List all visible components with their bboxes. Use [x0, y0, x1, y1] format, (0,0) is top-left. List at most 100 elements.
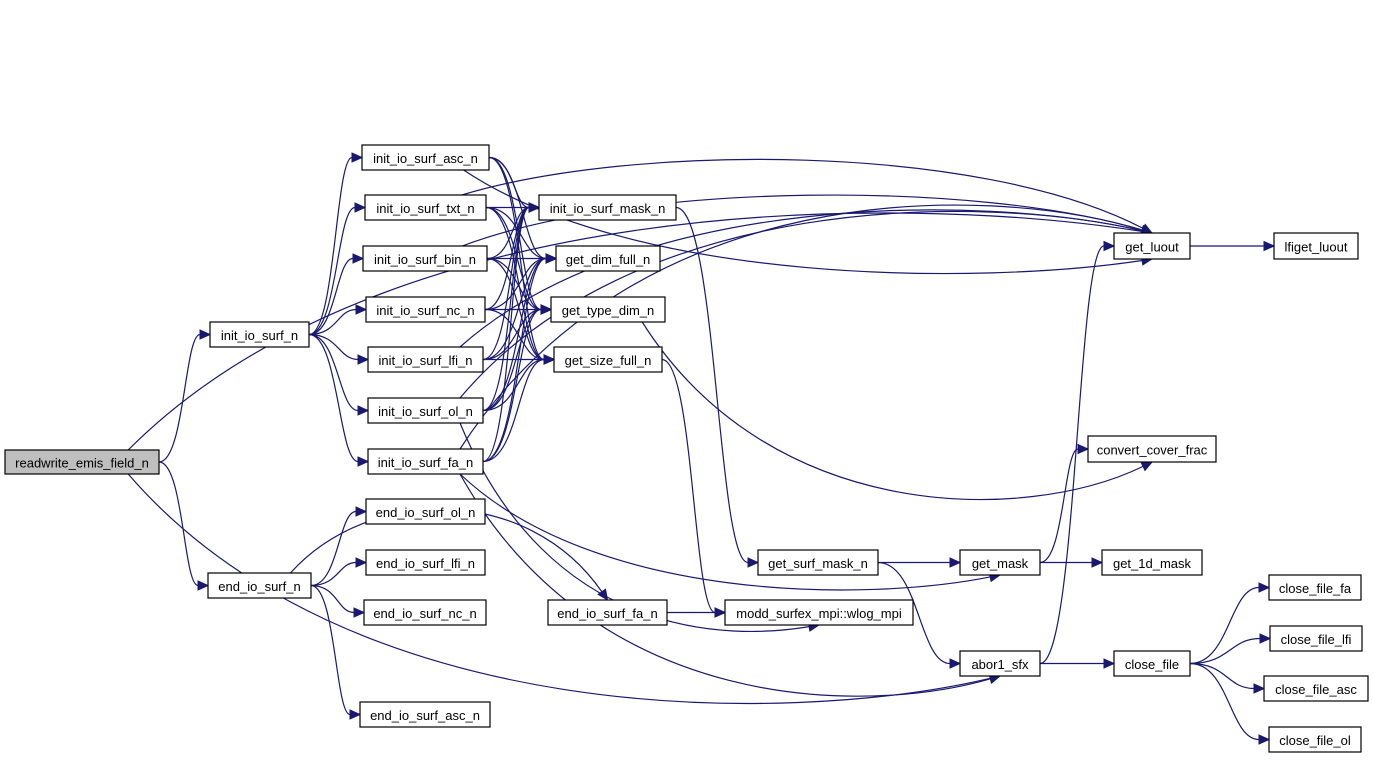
- arrow-head-icon: [197, 580, 210, 591]
- node-close-file-lfi[interactable]: close_file_lfi: [1269, 625, 1363, 652]
- node-readwrite-emis-field-n[interactable]: readwrite_emis_field_n: [4, 449, 160, 475]
- node-box: [1269, 625, 1363, 652]
- edge-get_luout-to-lfiget_luout: [1189, 240, 1276, 252]
- edge-line: [485, 206, 545, 361]
- node-box: [207, 572, 312, 599]
- edge-init_io_surf_n-to-init_io_surf_asc_n: [308, 152, 364, 336]
- edge-line: [1039, 245, 1105, 665]
- edge-line: [482, 308, 542, 463]
- arrow-head-icon: [357, 405, 370, 416]
- node-get-type-dim-n[interactable]: get_type_dim_n: [550, 296, 666, 323]
- edge-line: [482, 206, 530, 463]
- node-box: [555, 245, 661, 272]
- edge-line: [308, 156, 353, 336]
- arrow-head-icon: [1091, 557, 1104, 568]
- node-init-io-surf-lfi-n[interactable]: init_io_surf_lfi_n: [367, 346, 484, 373]
- edge-abor1_sfx-to-close_file: [1039, 658, 1116, 669]
- node-label: init_io_surf_asc_n: [373, 151, 478, 166]
- node-init-io-surf-ol-n[interactable]: init_io_surf_ol_n: [367, 397, 484, 424]
- node-label: end_io_surf_asc_n: [370, 708, 480, 723]
- node-get-size-full-n[interactable]: get_size_full_n: [553, 346, 663, 373]
- edge-line: [1189, 586, 1260, 665]
- edge-line: [308, 333, 359, 412]
- arrow-head-icon: [352, 253, 365, 264]
- node-box: [1087, 435, 1217, 463]
- arrow-head-icon: [714, 607, 727, 618]
- node-get-luout[interactable]: get_luout: [1113, 232, 1191, 260]
- arrow-head-icon: [199, 329, 212, 340]
- node-end-io-surf-fa-n[interactable]: end_io_surf_fa_n: [547, 599, 668, 626]
- node-end-io-surf-asc-n[interactable]: end_io_surf_asc_n: [359, 701, 491, 728]
- edge-line: [127, 212, 1143, 451]
- arrow-head-icon: [357, 354, 370, 365]
- node-init-io-surf-fa-n[interactable]: init_io_surf_fa_n: [367, 448, 484, 475]
- node-label: init_io_surf_lfi_n: [379, 353, 473, 368]
- arrow-head-icon: [597, 588, 609, 602]
- node-convert-cover-frac[interactable]: convert_cover_frac: [1087, 435, 1217, 463]
- edge-line: [308, 333, 359, 463]
- node-label: init_io_surf_fa_n: [378, 455, 473, 470]
- node-init-io-surf-asc-n[interactable]: init_io_surf_asc_n: [361, 144, 490, 171]
- node-get-surf-mask-n[interactable]: get_surf_mask_n: [757, 549, 879, 576]
- arrow-head-icon: [1263, 240, 1276, 252]
- nodes-layer: readwrite_emis_field_n init_io_surf_n end_…: [4, 144, 1369, 753]
- node-box: [361, 144, 490, 171]
- edge-line: [1189, 637, 1261, 665]
- edge-line: [459, 209, 1143, 348]
- edge-init_io_surf_n-to-init_io_surf_nc_n: [308, 304, 368, 336]
- node-end-io-surf-nc-n[interactable]: end_io_surf_nc_n: [363, 599, 487, 626]
- node-label: init_io_surf_txt_n: [376, 201, 474, 216]
- node-init-io-surf-bin-n[interactable]: init_io_surf_bin_n: [362, 245, 488, 272]
- node-lfiget-luout[interactable]: lfiget_luout: [1273, 232, 1359, 260]
- node-box: [959, 650, 1041, 677]
- node-label: end_io_surf_ol_n: [376, 505, 476, 520]
- arrow-head-icon: [1258, 582, 1271, 593]
- node-close-file-fa[interactable]: close_file_fa: [1268, 574, 1362, 601]
- arrow-head-icon: [543, 354, 556, 365]
- node-label: get_surf_mask_n: [768, 556, 868, 571]
- edge-init_io_surf_fa_n-to-get_mask: [459, 473, 1002, 591]
- node-init-io-surf-mask-n[interactable]: init_io_surf_mask_n: [538, 194, 677, 221]
- edge-line: [482, 257, 547, 463]
- edge-line: [661, 358, 716, 614]
- node-label: end_io_surf_fa_n: [557, 606, 657, 621]
- node-end-io-surf-ol-n[interactable]: end_io_surf_ol_n: [365, 498, 486, 525]
- node-label: end_io_surf_nc_n: [373, 606, 476, 621]
- node-label: lfiget_luout: [1285, 240, 1348, 255]
- node-close-file-ol[interactable]: close_file_ol: [1268, 726, 1362, 753]
- node-label: close_file: [1125, 657, 1179, 672]
- edge-line: [308, 333, 359, 361]
- arrow-head-icon: [357, 456, 370, 467]
- edge-init_io_surf_lfi_n-to-get_luout: [459, 209, 1154, 348]
- edge-line: [486, 206, 530, 260]
- node-end-io-surf-n[interactable]: end_io_surf_n: [207, 572, 312, 599]
- node-get-mask[interactable]: get_mask: [959, 549, 1041, 576]
- node-box: [724, 599, 914, 626]
- node-label: init_io_surf_mask_n: [550, 201, 666, 216]
- node-box: [4, 449, 160, 475]
- arrow-head-icon: [1253, 683, 1266, 694]
- edge-init_io_surf_fa_n-to-get_luout: [459, 204, 1154, 450]
- node-get-1d-mask[interactable]: get_1d_mask: [1101, 549, 1203, 576]
- node-abor1-sfx[interactable]: abor1_sfx: [959, 650, 1041, 677]
- edge-end_io_surf_n-to-end_io_surf_asc_n: [310, 584, 362, 720]
- node-init-io-surf-n[interactable]: init_io_surf_n: [209, 321, 310, 348]
- node-box: [209, 321, 310, 348]
- edge-line: [482, 358, 545, 463]
- edge-line: [877, 561, 951, 665]
- node-wlog-mpi[interactable]: modd_surfex_mpi::wlog_mpi: [724, 599, 914, 626]
- node-box: [1113, 232, 1191, 260]
- node-init-io-surf-nc-n[interactable]: init_io_surf_nc_n: [365, 296, 486, 323]
- node-end-io-surf-lfi-n[interactable]: end_io_surf_lfi_n: [365, 549, 486, 576]
- node-init-io-surf-txt-n[interactable]: init_io_surf_txt_n: [364, 194, 487, 221]
- node-box: [367, 448, 484, 475]
- node-box: [365, 549, 486, 576]
- node-label: init_io_surf_nc_n: [376, 303, 474, 318]
- node-close-file[interactable]: close_file: [1113, 650, 1191, 677]
- node-box: [550, 296, 666, 323]
- node-get-dim-full-n[interactable]: get_dim_full_n: [555, 245, 661, 272]
- edge-line: [308, 206, 356, 336]
- node-box: [1273, 232, 1359, 260]
- node-close-file-asc[interactable]: close_file_asc: [1263, 675, 1369, 702]
